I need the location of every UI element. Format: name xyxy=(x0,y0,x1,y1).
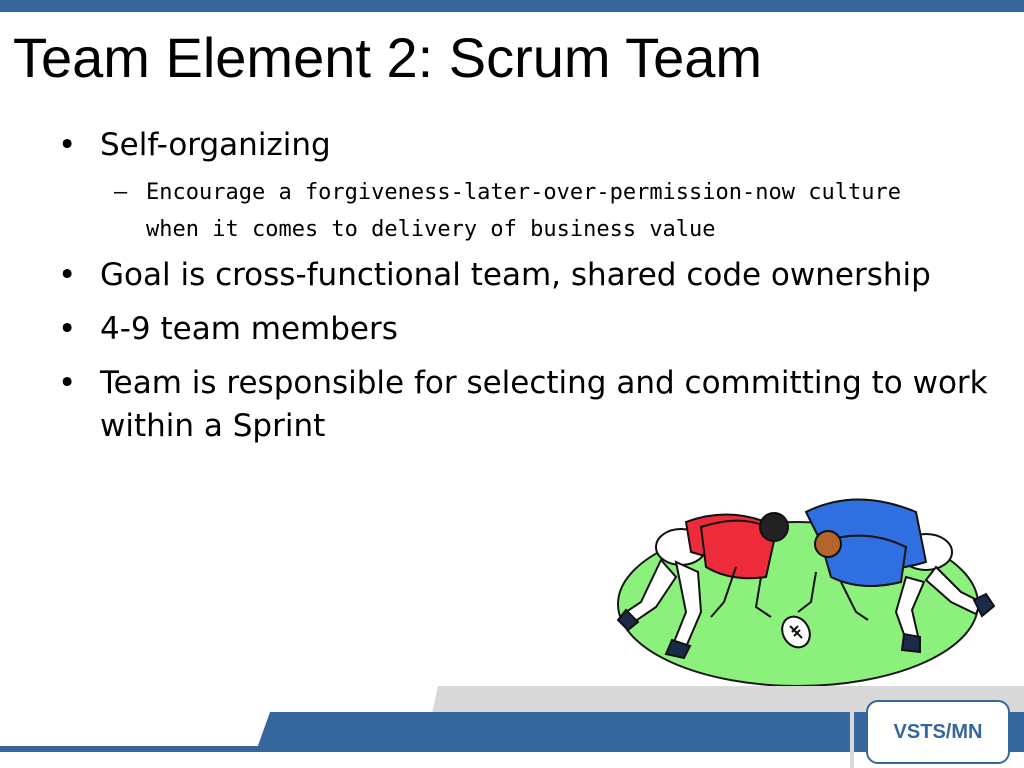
rugby-ball-icon xyxy=(781,615,811,649)
top-accent-bar xyxy=(0,0,1024,12)
footer-divider xyxy=(850,706,854,768)
red-team-players xyxy=(616,512,789,660)
bullet-item: • Goal is cross-functional team, shared … xyxy=(58,254,988,297)
bullet-item: • 4-9 team members xyxy=(58,308,988,351)
bullet-dot-icon: • xyxy=(58,311,77,347)
bullet-list: • Self-organizing – Encourage a forgiven… xyxy=(58,124,988,459)
slide-title: Team Element 2: Scrum Team xyxy=(13,26,763,89)
bullet-text: Goal is cross-functional team, shared co… xyxy=(100,257,931,293)
bullet-dot-icon: • xyxy=(58,365,77,401)
sub-bullet-text: Encourage a forgiveness-later-over-permi… xyxy=(146,180,901,242)
vsts-mn-badge: VSTS/MN xyxy=(866,700,1010,764)
bullet-dot-icon: • xyxy=(58,257,77,293)
bullet-text: 4-9 team members xyxy=(100,311,398,347)
dash-icon: – xyxy=(114,180,128,205)
bullet-text: Team is responsible for selecting and co… xyxy=(100,365,988,444)
sub-bullet-list: – Encourage a forgiveness-later-over-per… xyxy=(100,174,988,248)
bullet-text: Self-organizing xyxy=(100,127,331,163)
sub-bullet-item: – Encourage a forgiveness-later-over-per… xyxy=(100,174,906,248)
footer-decoration xyxy=(0,686,1024,768)
bullet-item: • Self-organizing – Encourage a forgiven… xyxy=(58,124,988,248)
bullet-item: • Team is responsible for selecting and … xyxy=(58,362,988,448)
blue-team-players xyxy=(797,498,996,654)
bullet-dot-icon: • xyxy=(58,127,77,163)
footer-strip xyxy=(0,752,1024,768)
footer-line xyxy=(0,746,1024,752)
rugby-scrum-illustration xyxy=(616,498,996,687)
